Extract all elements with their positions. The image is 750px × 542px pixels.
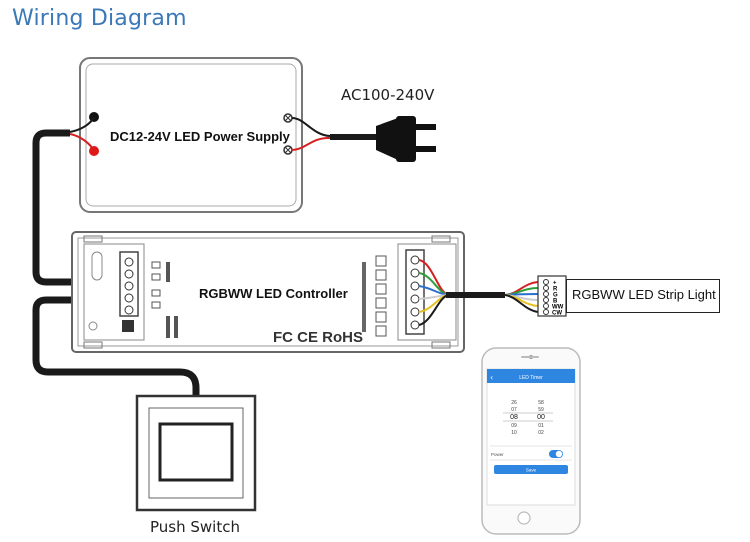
power-supply: [79, 57, 303, 213]
push-switch-label: Push Switch: [150, 518, 240, 536]
push-switch: [135, 394, 257, 512]
strip-pin-label: CW: [552, 311, 562, 317]
output-cable: [418, 259, 539, 326]
svg-text:00: 00: [537, 414, 545, 421]
svg-text:59: 59: [538, 407, 544, 413]
strip-pin-label: G: [553, 293, 558, 299]
phone-home-button[interactable]: [517, 511, 531, 525]
ac-input-label: AC100-240V: [341, 86, 435, 104]
svg-text:08: 08: [510, 414, 518, 421]
ac-cable: [291, 117, 378, 151]
svg-text:07: 07: [511, 407, 517, 413]
phone-save-label: Save: [526, 468, 537, 473]
strip-pin-label: R: [553, 287, 558, 293]
phone-header-title: LED Timer: [519, 375, 543, 381]
strip-pin-label: +: [553, 281, 557, 287]
strip-pin-label: WW: [552, 305, 564, 311]
strip-pin-label: B: [553, 299, 558, 305]
power-supply-label: DC12-24V LED Power Supply: [110, 129, 290, 144]
phone-back-icon: ‹: [490, 373, 493, 382]
controller-label: RGBWW LED Controller: [199, 286, 348, 301]
svg-text:26: 26: [511, 400, 517, 406]
phone-save-button[interactable]: [494, 465, 568, 474]
svg-text:02: 02: [538, 430, 544, 436]
strip-connector: + R G B WW CW: [537, 275, 567, 317]
phone-setting-label: Power: [491, 452, 504, 457]
svg-text:01: 01: [538, 423, 544, 429]
smartphone: ‹ LED Timer 26 58 07 59 08 00 09 01 10 0…: [481, 347, 581, 535]
svg-text:09: 09: [511, 423, 517, 429]
strip-label-box: [566, 279, 720, 313]
time-picker[interactable]: 26 58 07 59 08 00 09 01 10 02: [503, 400, 553, 436]
svg-text:10: 10: [511, 430, 517, 436]
svg-text:58: 58: [538, 400, 544, 406]
page-title: Wiring Diagram: [12, 6, 187, 31]
phone-screen: [486, 368, 576, 506]
controller: [71, 231, 465, 353]
certification-marks: FC CE RoHS: [273, 329, 363, 346]
phone-app-header: [487, 369, 575, 383]
strip-label: RGBWW LED Strip Light: [572, 287, 716, 302]
ac-plug-icon: [376, 116, 436, 162]
